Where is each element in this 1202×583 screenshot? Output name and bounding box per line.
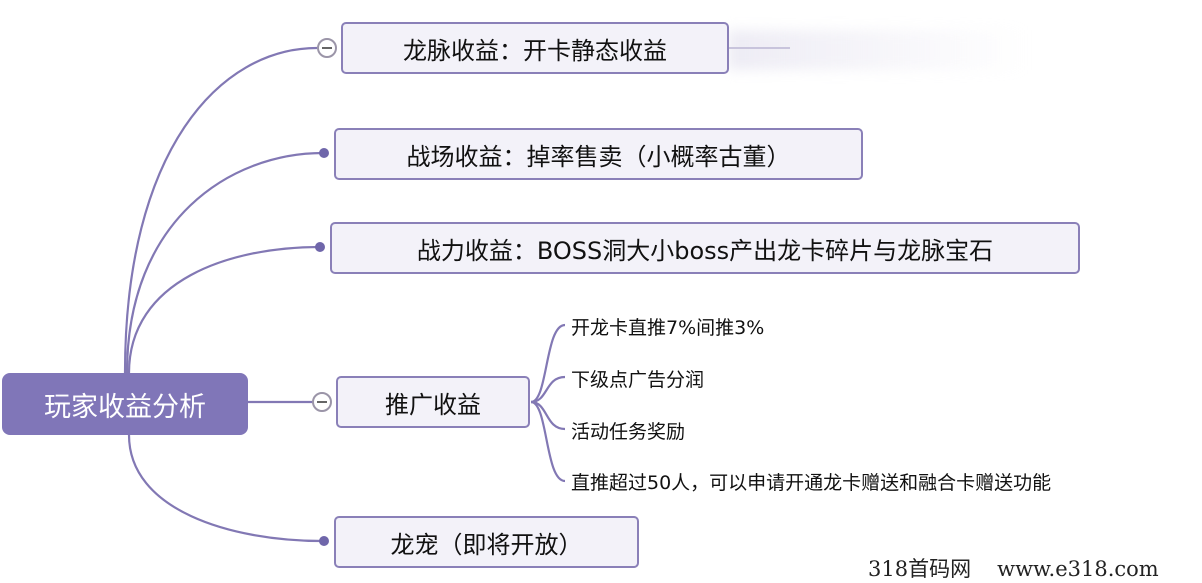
branch-node-2[interactable]: 战场收益：掉率售卖（小概率古董）	[334, 128, 863, 180]
edge-branch4-child-2	[530, 375, 566, 404]
collapse-toggle-icon[interactable]	[317, 38, 337, 58]
child-item-3[interactable]: 活动任务奖励	[571, 421, 686, 443]
edge-root-branch-5	[127, 434, 324, 543]
edge-root-branch-2	[125, 151, 324, 374]
watermark: 318首码网 www.e318.com	[868, 553, 1159, 583]
edge-root-branch-1	[123, 46, 318, 374]
branch-node-5[interactable]: 龙宠（即将开放）	[334, 516, 639, 568]
watermark-site-name: 318首码网	[868, 557, 972, 581]
branch-node-1[interactable]: 龙脉收益：开卡静态收益	[341, 22, 729, 74]
branch-label: 战场收益：掉率售卖（小概率古董）	[406, 142, 791, 171]
branch-label: 战力收益：BOSS洞大小boss产出龙卡碎片与龙脉宝石	[416, 236, 994, 265]
collapse-toggle-icon[interactable]	[312, 392, 332, 412]
edge-branch4-child-4	[530, 400, 566, 483]
branch-3-dot	[315, 242, 325, 252]
branch-node-3[interactable]: 战力收益：BOSS洞大小boss产出龙卡碎片与龙脉宝石	[330, 222, 1080, 274]
branch-label: 龙脉收益：开卡静态收益	[403, 36, 667, 65]
edge-root-branch-3	[127, 245, 321, 374]
branch-2-dot	[319, 148, 329, 158]
background-glow	[728, 30, 1028, 70]
child-item-4[interactable]: 直推超过50人，可以申请开通龙卡赠送和融合卡赠送功能	[571, 472, 1052, 494]
watermark-url: www.e318.com	[997, 557, 1159, 581]
branch-label: 推广收益	[385, 390, 481, 419]
child-item-2[interactable]: 下级点广告分润	[571, 369, 705, 391]
root-label: 玩家收益分析	[44, 391, 206, 423]
branch-node-4[interactable]: 推广收益	[336, 376, 530, 428]
child-item-1[interactable]: 开龙卡直推7%间推3%	[571, 317, 765, 339]
branch-label: 龙宠（即将开放）	[390, 530, 583, 559]
branch-5-dot	[319, 536, 329, 546]
root-node[interactable]: 玩家收益分析	[2, 373, 248, 435]
edge-branch4-child-1	[530, 323, 566, 404]
